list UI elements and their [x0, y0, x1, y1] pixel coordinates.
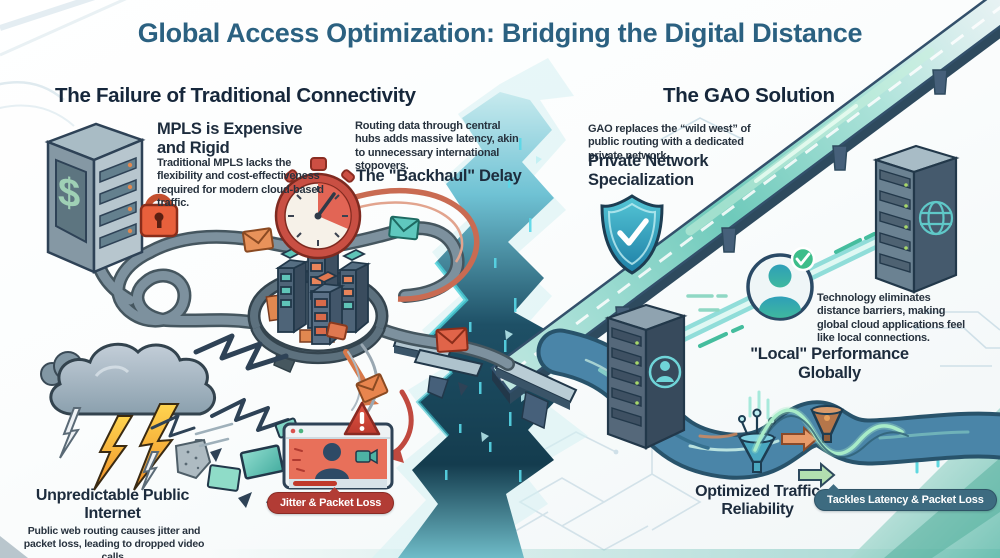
user-server-icon: [604, 303, 688, 450]
right-section-heading: The GAO Solution: [663, 84, 835, 107]
optimized-traffic-title: Optimized Traffic Reliability: [695, 483, 820, 519]
data-packets: [242, 215, 469, 403]
private-network-title: Private Network Specialization: [588, 152, 709, 189]
mpls-body: Traditional MPLS lacks the flexibility a…: [157, 157, 324, 210]
backhaul-arc: [351, 187, 480, 302]
public-internet-body: Public web routing causes jitter and pac…: [23, 525, 205, 558]
warning-icon: [343, 401, 381, 436]
storm-cloud-icon: [40, 342, 216, 416]
broken-connection: [150, 333, 290, 438]
backhaul-title: The "Backhaul" Delay: [356, 167, 522, 185]
local-performance-note: Technology eliminates distance barriers,…: [817, 292, 966, 345]
svg-text:$: $: [58, 169, 80, 218]
stopwatch-icon: [274, 157, 362, 260]
jitter-packet-loss-badge: Jitter & Packet Loss: [267, 492, 395, 514]
tackles-latency-badge: Tackles Latency & Packet Loss: [814, 489, 997, 511]
user-check-avatar-icon: [746, 246, 816, 321]
smooth-wave: [751, 406, 909, 458]
tangled-cables: [89, 221, 515, 371]
central-hub: [247, 234, 389, 373]
mpls-title: MPLS is Expensive and Rigid: [157, 120, 303, 157]
mpls-server: $: [44, 122, 146, 274]
flow-arrows: [781, 425, 836, 489]
shield-check-icon: [600, 194, 664, 275]
backhaul-note: Routing data through central hubs adds m…: [355, 120, 519, 173]
hub-tower: [275, 246, 310, 334]
local-performance-title: "Local" Performance Globally: [750, 345, 909, 382]
left-section-heading: The Failure of Traditional Connectivity: [55, 84, 416, 107]
video-call-icon: [282, 422, 394, 490]
private-network-note: GAO replaces the “wild west” of public r…: [588, 123, 751, 162]
funnel-icon-2: [810, 405, 844, 443]
padlock-icon: [139, 193, 179, 238]
hub-tower: [337, 248, 372, 334]
public-internet-title: Unpredictable Public Internet: [35, 487, 190, 523]
globe-server-icon: [872, 144, 960, 294]
page-title: Global Access Optimization: Bridging the…: [137, 18, 863, 48]
